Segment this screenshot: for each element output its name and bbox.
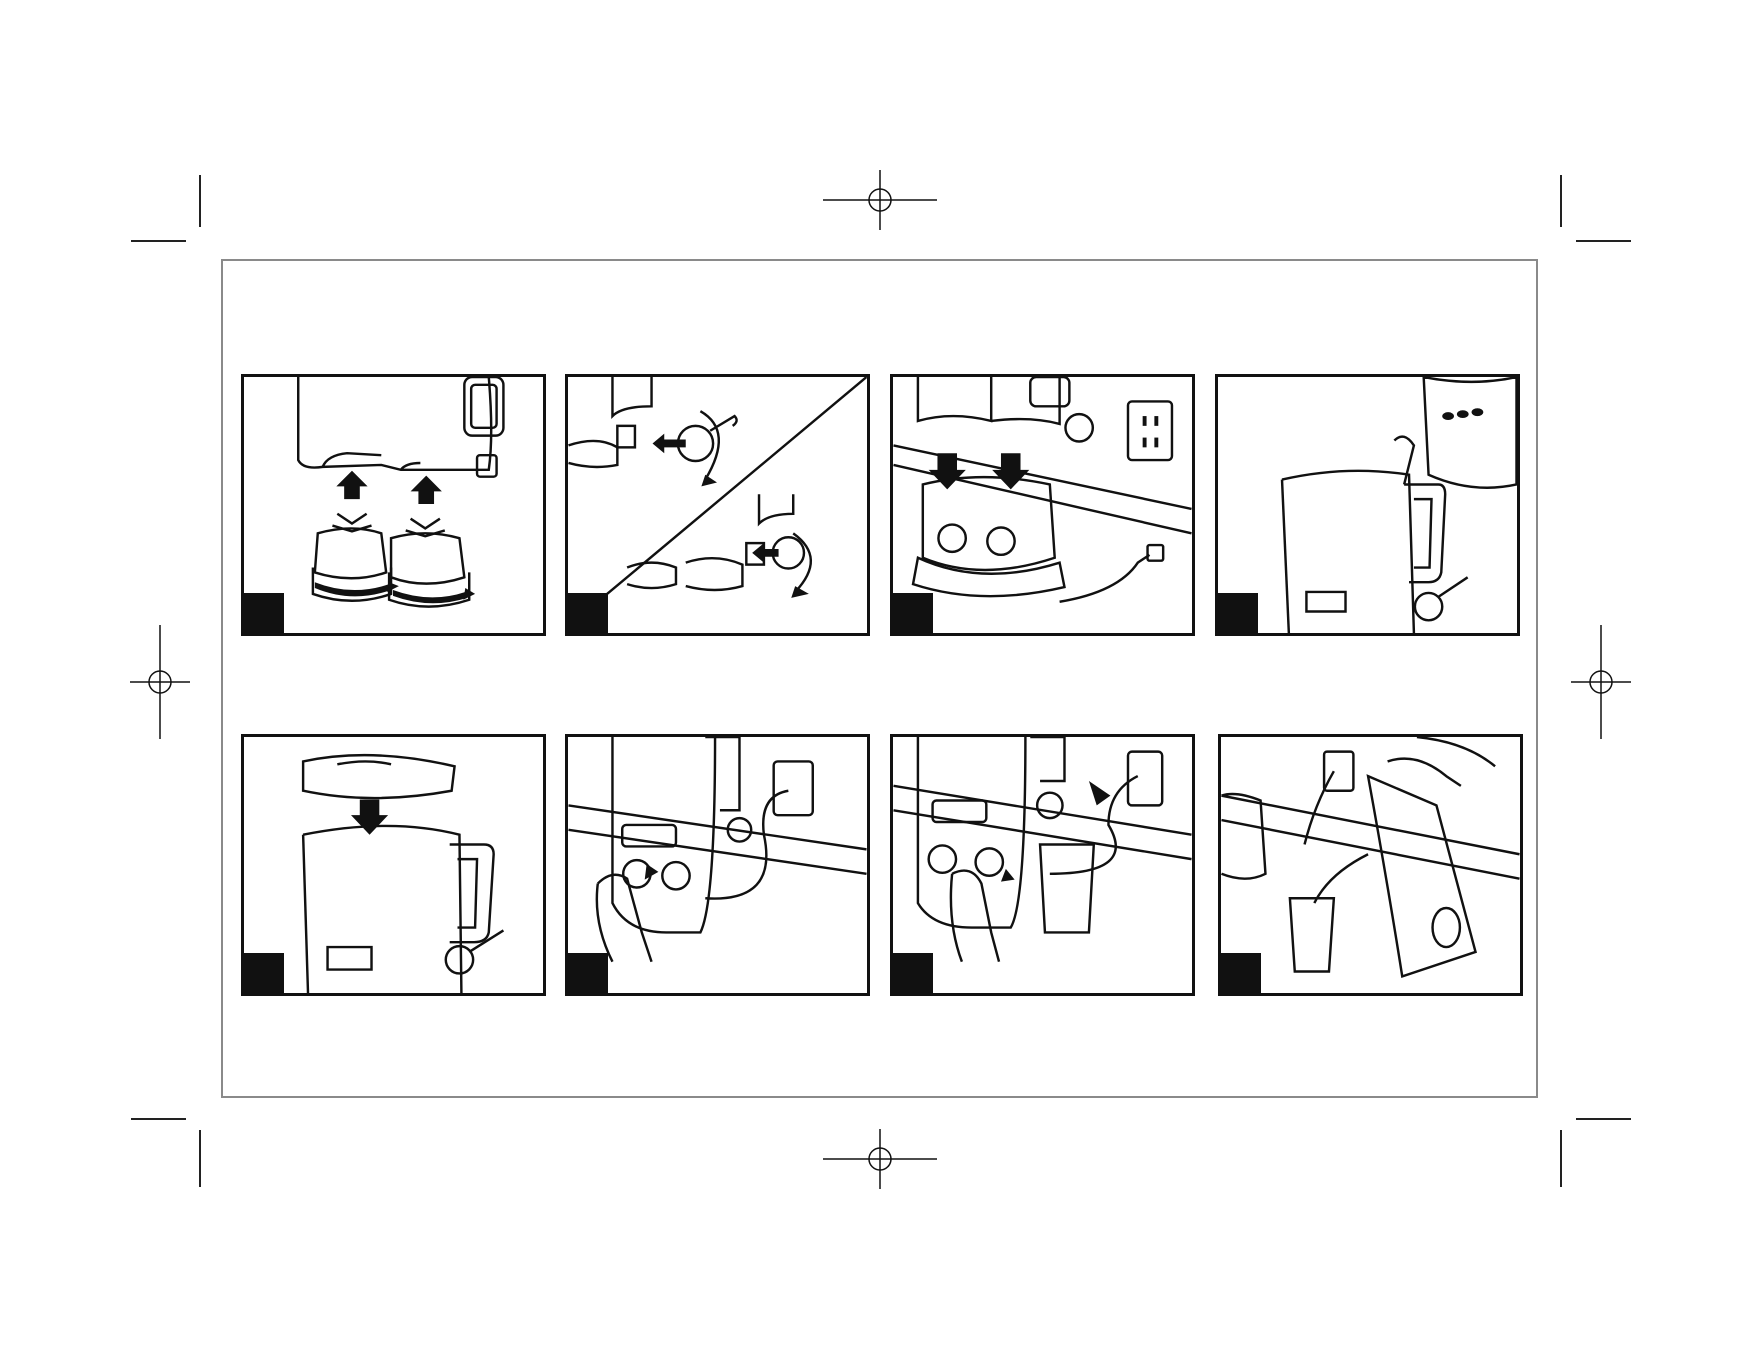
step-number-tab [893, 593, 933, 633]
step-number-tab [1221, 953, 1261, 993]
registration-mark-bottom [823, 1129, 937, 1189]
dispense-illustration [893, 737, 1192, 993]
illustration-panel-2 [565, 374, 870, 636]
crop-mark-tl-v [199, 175, 201, 227]
spigot-illustration [568, 377, 867, 633]
pour-liquid-illustration [1218, 377, 1517, 633]
dial-illustration [568, 737, 867, 993]
step-number-tab [244, 593, 284, 633]
step-number-tab [568, 953, 608, 993]
illustration-panel-5 [241, 734, 546, 996]
step-number-tab [244, 953, 284, 993]
pour-glass-illustration [1221, 737, 1520, 993]
blade-assembly-illustration [244, 377, 543, 633]
crop-mark-tr-h [1576, 240, 1631, 242]
illustration-panel-3 [890, 374, 1195, 636]
illustration-panel-6 [565, 734, 870, 996]
crop-mark-br-h [1576, 1118, 1631, 1120]
crop-mark-tr-v [1560, 175, 1562, 227]
step-number-tab [893, 953, 933, 993]
illustration-panel-1 [241, 374, 546, 636]
crop-mark-bl-v [199, 1130, 201, 1187]
crop-mark-bl-h [131, 1118, 186, 1120]
step-number-tab [1218, 593, 1258, 633]
base-outlet-illustration [893, 377, 1192, 633]
illustration-panel-8 [1218, 734, 1523, 996]
step-number-tab [568, 593, 608, 633]
crop-mark-br-v [1560, 1130, 1562, 1187]
registration-mark-right [1571, 625, 1631, 739]
crop-mark-tl-h [131, 240, 186, 242]
registration-mark-top [823, 170, 937, 230]
registration-mark-left [130, 625, 190, 739]
lid-illustration [244, 737, 543, 993]
illustration-panel-4 [1215, 374, 1520, 636]
illustration-panel-7 [890, 734, 1195, 996]
